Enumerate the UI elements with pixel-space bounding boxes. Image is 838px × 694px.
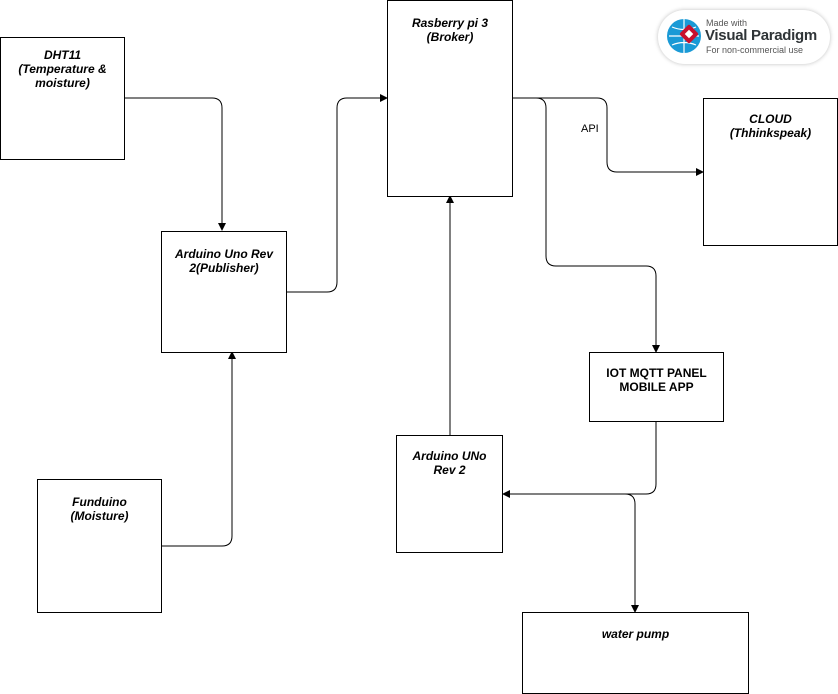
visual-paradigm-logo-icon	[667, 19, 701, 53]
edge-raspberry-to-mqtt-panel	[512, 97, 660, 353]
node-funduino-label: Funduino (Moisture)	[70, 495, 129, 523]
edge-dht11-to-arduino-publisher	[124, 97, 226, 231]
visual-paradigm-watermark: Made with Visual Paradigm For non-commer…	[658, 10, 830, 64]
edge-funduino-to-arduino-publisher	[162, 351, 236, 547]
node-raspberry-label: Rasberry pi 3 (Broker)	[411, 16, 489, 44]
node-water-pump[interactable]: water pump	[522, 612, 749, 694]
watermark-brand: Visual Paradigm	[705, 27, 817, 44]
node-cloud-label: CLOUD (Thhinkspeak)	[729, 112, 812, 140]
node-arduino-uno-label: Arduino UNo Rev 2	[412, 449, 487, 477]
edge-arduino-uno-to-water-pump	[624, 493, 639, 613]
node-cloud[interactable]: CLOUD (Thhinkspeak)	[703, 98, 838, 246]
node-dht11-label: DHT11 (Temperature & moisture)	[18, 48, 107, 90]
edge-arduino-publisher-to-raspberry	[286, 94, 388, 293]
node-dht11[interactable]: DHT11 (Temperature & moisture)	[0, 37, 125, 160]
node-mqtt-panel-label: IOT MQTT PANEL MOBILE APP	[606, 366, 707, 394]
node-arduino-publisher-label: Arduino Uno Rev 2(Publisher)	[175, 247, 273, 275]
node-mqtt-panel[interactable]: IOT MQTT PANEL MOBILE APP	[589, 352, 724, 422]
edge-label-api: API	[581, 123, 599, 135]
node-raspberry[interactable]: Rasberry pi 3 (Broker)	[387, 0, 513, 197]
node-funduino[interactable]: Funduino (Moisture)	[37, 479, 162, 613]
edge-mqtt-panel-to-arduino-uno	[502, 421, 657, 498]
edge-raspberry-to-cloud	[512, 97, 704, 176]
node-arduino-publisher[interactable]: Arduino Uno Rev 2(Publisher)	[161, 231, 287, 353]
watermark-made-with: Made with	[706, 18, 748, 28]
node-arduino-uno[interactable]: Arduino UNo Rev 2	[396, 435, 503, 553]
node-water-pump-label: water pump	[601, 627, 670, 641]
watermark-note: For non-commercial use	[706, 45, 804, 55]
